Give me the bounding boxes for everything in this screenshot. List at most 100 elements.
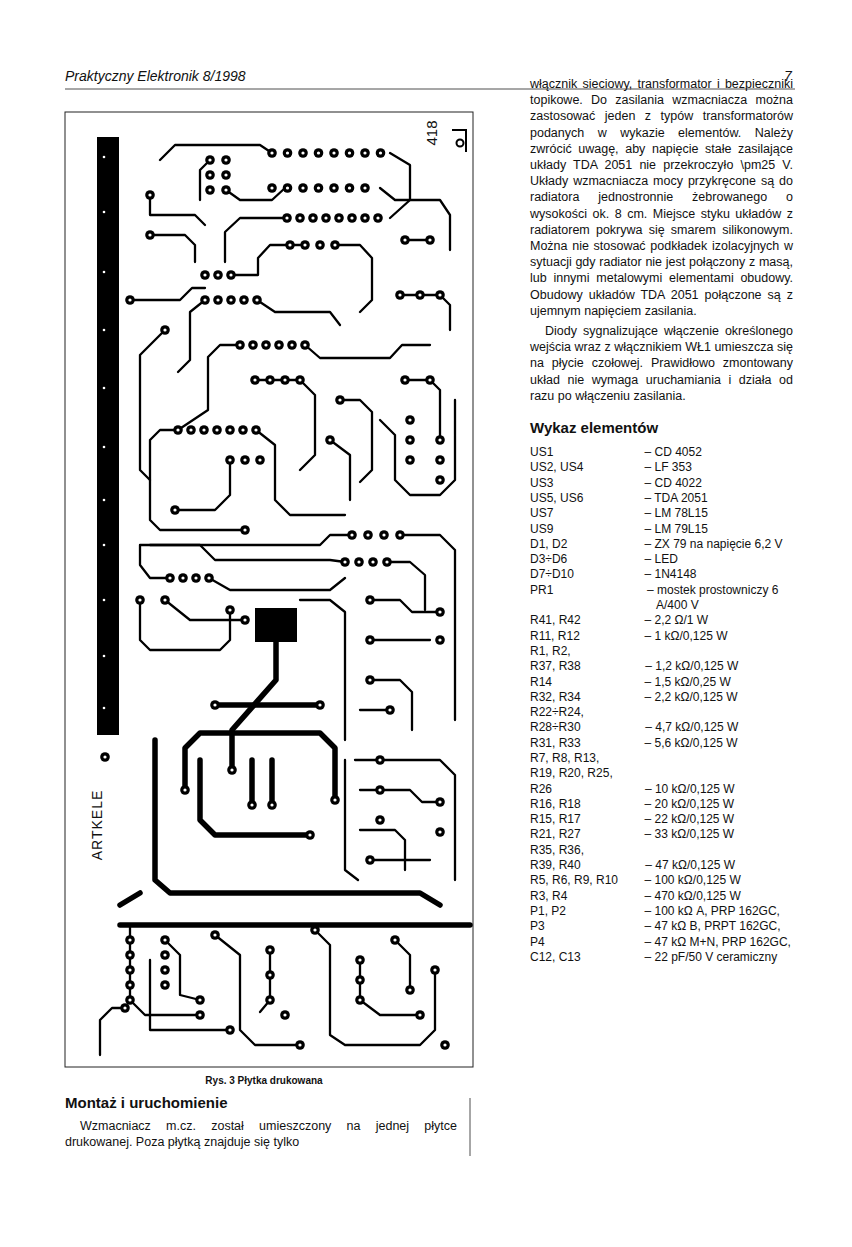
solder-pad <box>265 995 275 1005</box>
part-designator: P1, P2 <box>530 904 639 919</box>
pad-hole <box>343 560 346 563</box>
copper-track <box>165 600 245 620</box>
copper-track <box>360 790 440 802</box>
bar-hole <box>103 599 106 602</box>
text-column: włącznik sieciowy, transformator i bezpi… <box>530 76 847 965</box>
parts-row: US2, US4– LF 353 <box>530 460 847 475</box>
pad-hole <box>228 1028 231 1031</box>
part-value: – 2,2 Ω/1 W <box>644 613 847 628</box>
solder-pad <box>365 595 375 605</box>
part-designator: C12, C13 <box>530 950 639 965</box>
parts-row: US7– LM 78L15 <box>530 506 847 521</box>
solder-pad <box>405 455 415 465</box>
solder-pad <box>160 965 170 975</box>
solder-pad <box>205 185 215 195</box>
part-designator: R11, R12 <box>530 629 639 644</box>
bar-hole <box>103 655 106 658</box>
pad-ring <box>400 375 410 385</box>
copper-track <box>100 1008 125 1055</box>
solder-pad <box>255 455 265 465</box>
pad-ring <box>285 240 295 250</box>
part-designator: US7 <box>530 506 639 521</box>
solder-pad <box>125 980 135 990</box>
pad-ring <box>160 935 170 945</box>
solder-pad <box>405 415 415 425</box>
solder-pad <box>363 530 373 540</box>
pad-hole <box>207 576 210 579</box>
copper-track <box>257 300 340 325</box>
pad-hole <box>408 438 411 441</box>
pad-hole <box>378 788 381 791</box>
solder-pad <box>160 950 170 960</box>
pad-ring <box>240 455 250 465</box>
solder-pad <box>225 425 235 435</box>
pad-ring <box>265 375 275 385</box>
part-value: – 47 kΩ/0,125 W <box>645 858 847 873</box>
pad-hole <box>268 973 271 976</box>
solder-pad <box>390 935 400 945</box>
part-designator: R3, R4 <box>530 889 639 904</box>
solder-pad <box>225 605 235 615</box>
bar-hole <box>103 707 106 710</box>
part-value: – 1 kΩ/0,125 W <box>644 629 847 644</box>
pad-ring <box>365 675 375 685</box>
pad-hole <box>368 598 371 601</box>
pad-hole <box>363 151 366 154</box>
pad-hole <box>228 458 231 461</box>
solder-pad <box>347 213 357 223</box>
part-value: – CD 4052 <box>644 445 847 460</box>
pad-hole <box>286 186 289 189</box>
pad-hole <box>270 151 273 154</box>
pad-hole <box>403 378 406 381</box>
pad-ring <box>395 290 405 300</box>
pad-hole <box>213 703 216 706</box>
copper-track <box>380 400 455 495</box>
solder-pad <box>239 295 249 305</box>
copper-track <box>305 345 430 358</box>
solder-pad <box>330 795 340 805</box>
pad-ring <box>283 183 293 193</box>
copper-track <box>140 330 165 480</box>
solder-pad <box>195 995 205 1005</box>
parts-row: PR1– mostek prostowniczy 6 A/400 V <box>530 583 847 614</box>
parts-row: C12, C13– 22 pF/50 V ceramiczny <box>530 950 847 965</box>
pad-ring <box>368 557 378 567</box>
pad-hole <box>317 151 320 154</box>
pad-hole <box>270 186 273 189</box>
pad-hole <box>438 638 441 641</box>
solder-pad <box>395 530 405 540</box>
solder-pad <box>200 295 210 305</box>
solder-pad <box>435 797 445 807</box>
pad-hole <box>366 533 369 536</box>
copper-track <box>215 935 300 1045</box>
copper-track <box>355 760 455 880</box>
copper-track <box>330 440 350 500</box>
solder-pad <box>205 155 215 165</box>
pad-ring <box>225 425 235 435</box>
pad-hole <box>378 818 381 821</box>
pad-hole <box>229 273 232 276</box>
solder-pad <box>160 595 170 605</box>
pad-hole <box>176 428 179 431</box>
pad-hole <box>208 173 211 176</box>
pad-hole <box>270 803 273 806</box>
pad-ring <box>355 995 365 1005</box>
solder-pad <box>280 1010 290 1020</box>
ground-bar <box>97 137 119 735</box>
pad-hole <box>303 343 306 346</box>
solder-pad <box>315 700 325 710</box>
pad-ring <box>415 290 425 300</box>
pad-ring <box>430 965 440 975</box>
part-value: – LF 353 <box>644 460 847 475</box>
pad-hole <box>216 298 219 301</box>
pad-hole <box>438 438 441 441</box>
part-value: – 33 kΩ/0,125 W <box>644 827 847 842</box>
solder-pad <box>274 340 284 350</box>
body-text: Wzmacniacz m.cz. został umieszczony na j… <box>65 1118 457 1150</box>
copper-track <box>225 218 287 262</box>
power-track <box>185 733 335 800</box>
board-marking: ARTKELE <box>89 789 105 862</box>
pad-hole <box>408 988 411 991</box>
pad-ring <box>435 827 445 837</box>
solder-pad <box>238 425 248 435</box>
